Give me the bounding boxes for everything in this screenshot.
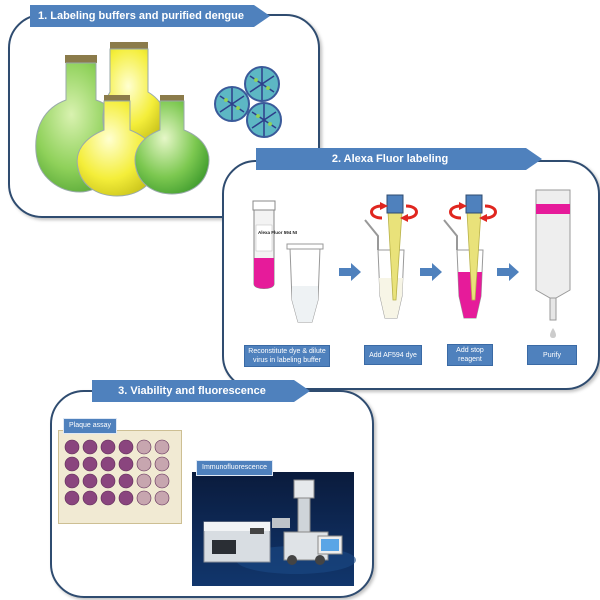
dengue-virus-particles [214, 66, 282, 138]
step-label-reconstitute: Reconstitute dye & dilute virus in label… [244, 345, 330, 367]
dye-vial [252, 200, 276, 289]
plate-well [100, 490, 116, 506]
plaque-assay-tag: Plaque assay [63, 418, 118, 434]
plate-well [64, 439, 80, 455]
step-label-purify: Purify [527, 345, 577, 365]
af594-tube [364, 194, 405, 319]
plate-well [118, 490, 134, 506]
plate-well [136, 490, 152, 506]
plaque-wells [64, 439, 170, 506]
immunofluorescence-tag: Immunofluorescence [196, 460, 273, 476]
flask-green-round [134, 95, 210, 195]
section-3-banner: 3. Viability and fluorescence [92, 380, 310, 402]
plate-well [118, 439, 134, 455]
section-2-banner: 2. Alexa Fluor labeling [256, 148, 542, 170]
plate-well [154, 490, 170, 506]
plate-well [82, 490, 98, 506]
plate-well [154, 456, 170, 472]
plate-well [100, 439, 116, 455]
flasks-illustration [35, 42, 282, 197]
microscope-illustration [203, 479, 356, 574]
monitor [317, 535, 343, 555]
plate-well [154, 473, 170, 489]
plate-well [118, 473, 134, 489]
plate-well [136, 473, 152, 489]
plate-well [82, 439, 98, 455]
plate-well [82, 473, 98, 489]
plate-well [154, 439, 170, 455]
section-1-banner: 1. Labeling buffers and purified dengue … [30, 5, 270, 27]
plate-well [64, 490, 80, 506]
plate-well [136, 456, 152, 472]
plate-well [118, 456, 134, 472]
step-label-stop-reagent: Add stop reagent [447, 344, 493, 366]
purification-column [535, 189, 571, 338]
section-2-title: 2. Alexa Fluor labeling [331, 153, 449, 165]
light-source-box [203, 521, 271, 563]
plate-well [64, 456, 80, 472]
section-3-title: 3. Viability and fluorescence [118, 385, 266, 397]
plate-well [82, 456, 98, 472]
dye-vial-label: Alexa Fluor 594 NI [258, 230, 297, 235]
buffer-tube [286, 243, 324, 323]
microscope-body [272, 479, 329, 565]
step-label-add-af594: Add AF594 dye [364, 345, 422, 365]
stop-reagent-tube [443, 194, 484, 319]
plate-well [100, 473, 116, 489]
labeling-steps-illustration: Alexa Fluor 594 NI [252, 189, 571, 338]
step-arrows [339, 263, 519, 281]
plate-well [136, 439, 152, 455]
plate-well [64, 473, 80, 489]
plate-well [100, 456, 116, 472]
plate-wells [64, 439, 170, 506]
rotation-arrows [370, 204, 497, 220]
